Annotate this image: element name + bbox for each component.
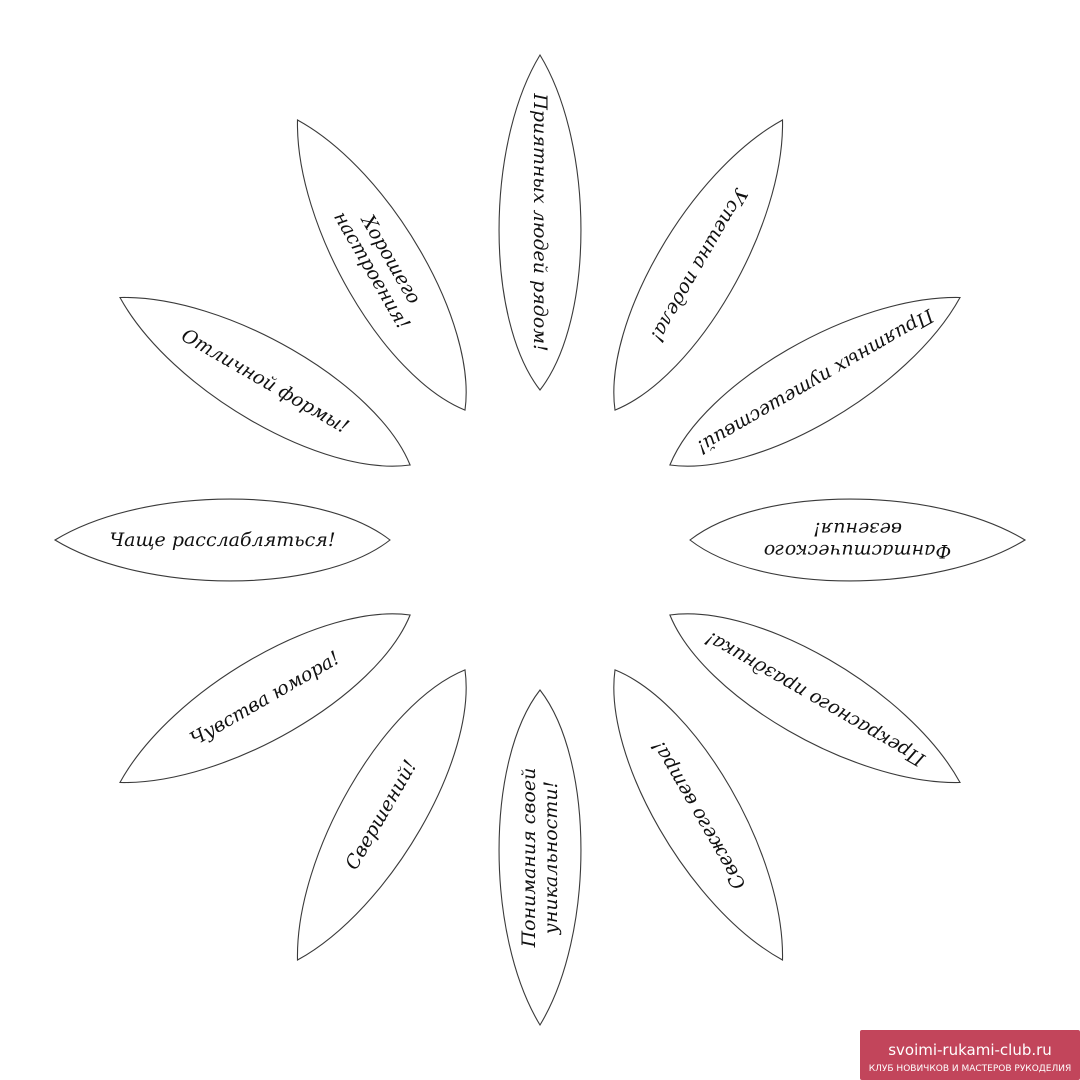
petal-outline: [119, 296, 411, 467]
petal-text: Прекрасного праздника!: [701, 627, 929, 771]
petal-caption: Приятных людей рядом!: [529, 92, 551, 351]
petal-text: везения!: [813, 518, 902, 540]
petal-outline: [613, 669, 784, 961]
petal-outline: [498, 53, 582, 391]
watermark: svoimi-rukami-club.ru КЛУБ НОВИЧКОВ И МА…: [860, 1030, 1080, 1080]
petal-caption: Прекрасного праздника!: [701, 627, 929, 771]
petal-text: Понимания своей: [518, 768, 540, 949]
petal-caption: Приятных путешествий!: [693, 304, 939, 459]
petal-outline: [689, 498, 1027, 582]
watermark-site: svoimi-rukami-club.ru: [888, 1041, 1052, 1059]
petal: Приятных людей рядом!: [498, 53, 582, 391]
petal-outline: [296, 119, 467, 411]
petal-text: Приятных путешествий!: [693, 304, 939, 459]
petal-outline: [53, 498, 391, 582]
petal-text: Приятных людей рядом!: [529, 92, 551, 351]
watermark-caption: КЛУБ НОВИЧКОВ И МАСТЕРОВ РУКОДЕЛИЯ: [869, 1064, 1072, 1074]
petal-caption: Чаще расслабляться!: [109, 529, 335, 551]
petal-outline: [498, 689, 582, 1027]
petal-text: Фантастического: [764, 540, 951, 562]
petal-outline: [669, 613, 961, 784]
petal-outline: [296, 669, 467, 961]
petal-outline: [119, 613, 411, 784]
petal-outline: [669, 296, 961, 467]
watermark-background: [860, 1030, 1080, 1080]
petal-text: Чаще расслабляться!: [109, 529, 335, 551]
petal-outline: [613, 119, 784, 411]
flower-center: [480, 480, 600, 600]
petal: Чаще расслабляться!: [53, 498, 391, 582]
petal-text: уникальности!: [540, 781, 562, 935]
